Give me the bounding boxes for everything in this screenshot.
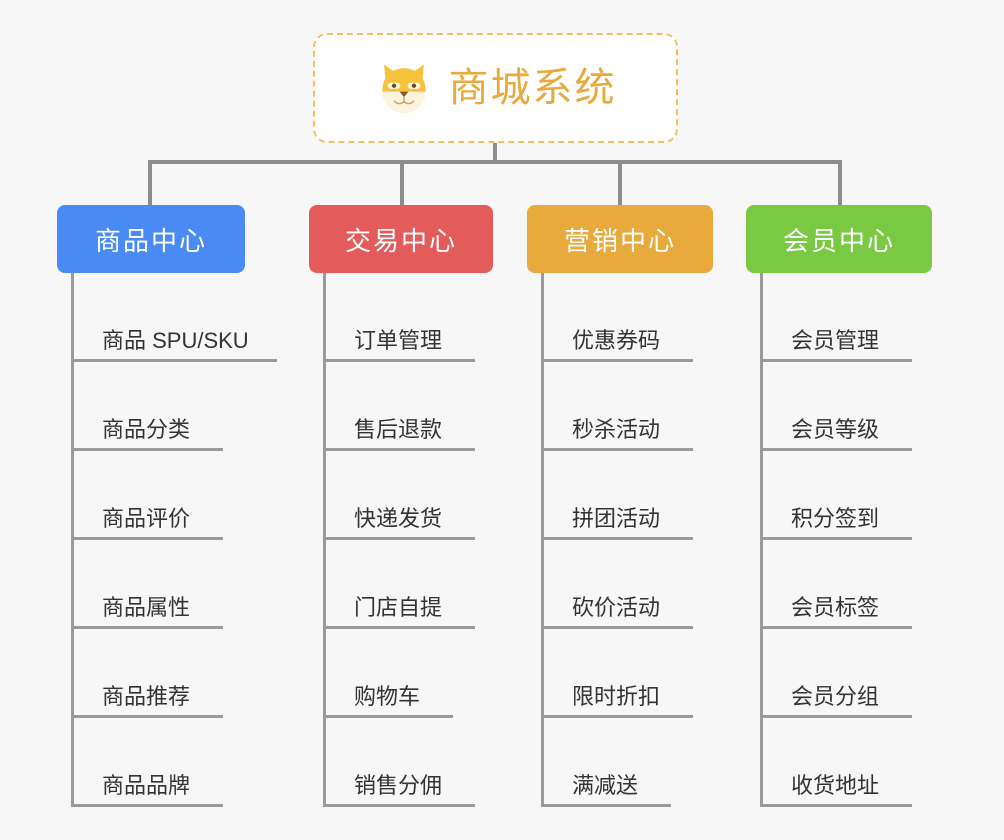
leaf-underline xyxy=(71,448,223,451)
leaf-underline xyxy=(541,626,693,629)
leaf-underline xyxy=(323,804,475,807)
leaf-underline xyxy=(760,715,912,718)
leaf-label: 商品评价 xyxy=(102,506,191,531)
leaf-label: 满减送 xyxy=(572,773,639,798)
branch-column-3: 营销中心 优惠券码 秒杀活动 拼团活动 砍价活动 限时折扣 xyxy=(527,205,713,807)
leaf-underline xyxy=(71,359,277,362)
leaf-label: 拼团活动 xyxy=(572,506,661,531)
leaf-underline xyxy=(71,715,223,718)
leaf-underline xyxy=(323,359,475,362)
leaf-underline xyxy=(760,359,912,362)
leaf-label: 商品分类 xyxy=(102,417,191,442)
leaf-underline xyxy=(323,448,475,451)
branch-column-1: 商品中心 商品 SPU/SKU 商品分类 商品评价 商品属性 商品推荐 xyxy=(57,205,277,807)
leaf-underline xyxy=(760,448,912,451)
leaf-label: 门店自提 xyxy=(354,595,443,620)
root-node-shop-system[interactable]: 商城系统 xyxy=(313,33,678,143)
leaf-label: 快递发货 xyxy=(354,506,443,531)
leaf-label: 砍价活动 xyxy=(572,595,661,620)
leaf-label: 优惠券码 xyxy=(572,328,661,353)
branch-spine-4 xyxy=(760,273,763,807)
leaf-label: 秒杀活动 xyxy=(572,417,661,442)
leaf-label: 收货地址 xyxy=(791,773,880,798)
connector-drop-1 xyxy=(148,160,152,206)
leaf-underline xyxy=(760,626,912,629)
branch-spine-1 xyxy=(71,273,74,807)
leaf-underline xyxy=(71,804,223,807)
connector-drop-4 xyxy=(838,160,842,206)
connector-horizontal-bus xyxy=(148,160,842,164)
leaf-label: 商品属性 xyxy=(102,595,191,620)
branch-header-2[interactable]: 交易中心 xyxy=(309,205,493,273)
leaf-label: 会员标签 xyxy=(791,595,880,620)
branch-spine-2 xyxy=(323,273,326,807)
leaf-underline xyxy=(541,537,693,540)
leaf-underline xyxy=(323,537,475,540)
leaf-underline xyxy=(541,715,693,718)
leaf-label: 售后退款 xyxy=(354,417,443,442)
branch-header-label-2: 交易中心 xyxy=(344,225,457,256)
leaf-label: 销售分佣 xyxy=(354,773,443,798)
leaf-underline xyxy=(541,804,671,807)
root-title: 商城系统 xyxy=(448,66,617,110)
leaf-underline xyxy=(71,626,223,629)
leaf-underline xyxy=(760,804,912,807)
branch-header-4[interactable]: 会员中心 xyxy=(746,205,932,273)
leaf-label: 限时折扣 xyxy=(572,684,661,709)
leaf-label: 会员分组 xyxy=(791,684,880,709)
leaf-label: 商品品牌 xyxy=(102,773,191,798)
branch-header-label-4: 会员中心 xyxy=(782,225,895,256)
leaf-underline xyxy=(760,537,912,540)
leaf-underline xyxy=(323,626,475,629)
connector-drop-3 xyxy=(618,160,622,206)
leaf-label: 商品 SPU/SKU xyxy=(102,328,249,353)
branch-header-label-1: 商品中心 xyxy=(94,225,207,256)
leaf-label: 购物车 xyxy=(354,684,421,709)
leaf-label: 商品推荐 xyxy=(102,684,191,709)
branch-column-4: 会员中心 会员管理 会员等级 积分签到 会员标签 会员分组 xyxy=(746,205,932,807)
branch-header-label-3: 营销中心 xyxy=(563,225,676,256)
leaf-label: 会员管理 xyxy=(791,328,880,353)
leaf-underline xyxy=(541,448,693,451)
leaf-label: 积分签到 xyxy=(791,506,880,531)
branch-header-1[interactable]: 商品中心 xyxy=(57,205,245,273)
leaf-underline xyxy=(71,537,223,540)
leaf-label: 会员等级 xyxy=(791,417,880,442)
leaf-label: 订单管理 xyxy=(354,328,443,353)
branch-spine-3 xyxy=(541,273,544,807)
shiba-dog-face-icon xyxy=(381,64,426,114)
branch-header-3[interactable]: 营销中心 xyxy=(527,205,713,273)
connector-drop-2 xyxy=(400,160,404,206)
leaf-underline xyxy=(323,715,453,718)
leaf-underline xyxy=(541,359,693,362)
connector-root-stem xyxy=(493,143,497,164)
branch-column-2: 交易中心 订单管理 售后退款 快递发货 门店自提 购物车 xyxy=(309,205,493,807)
